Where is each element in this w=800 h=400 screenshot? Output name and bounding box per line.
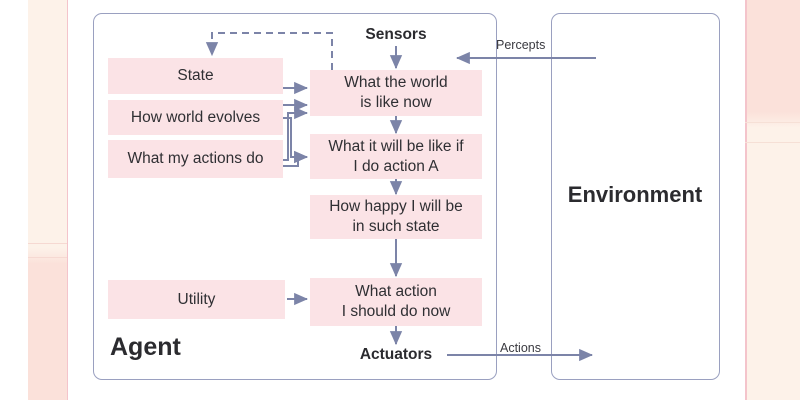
edge-hairline <box>28 243 68 244</box>
box-label: What my actions do <box>127 150 264 168</box>
reasoning-box-what-action[interactable]: What action I should do now <box>310 278 482 326</box>
knowledge-box-utility[interactable]: Utility <box>108 280 285 319</box>
box-label: How happy I will be in such state <box>329 198 463 235</box>
percepts-label: Percepts <box>496 38 546 52</box>
page-edge-decoration-right <box>745 0 800 400</box>
edge-hairline <box>745 122 800 123</box>
box-label: What it will be like if I do action A <box>328 137 464 175</box>
actuators-label: Actuators <box>359 346 433 363</box>
actions-label: Actions <box>500 341 541 355</box>
box-label: How world evolves <box>130 108 261 126</box>
box-label: State <box>177 67 214 85</box>
box-label: What the world is like now <box>344 74 448 111</box>
agent-label: Agent <box>110 333 181 361</box>
knowledge-box-how-world-evolves[interactable]: How world evolves <box>108 100 283 135</box>
sensors-label: Sensors <box>365 26 427 43</box>
edge-rule <box>66 0 68 400</box>
environment-label: Environment <box>567 182 703 207</box>
knowledge-box-state[interactable]: State <box>108 58 283 94</box>
box-label: Utility <box>177 290 216 308</box>
edge-rule <box>745 0 747 400</box>
actions-to-future-arrow <box>283 150 309 167</box>
page-edge-decoration-left <box>28 0 68 400</box>
reasoning-box-world-now[interactable]: What the world is like now <box>310 70 482 116</box>
reasoning-box-world-if-action[interactable]: What it will be like if I do action A <box>310 134 482 179</box>
edge-hairline <box>745 142 800 143</box>
feedback-arrow <box>205 32 333 70</box>
evolves-to-future-arrow <box>283 117 309 164</box>
box-label: What action I should do now <box>341 283 451 320</box>
knowledge-box-what-my-actions-do[interactable]: What my actions do <box>108 140 283 178</box>
environment-panel <box>551 13 720 380</box>
edge-hairline <box>28 257 68 258</box>
reasoning-box-how-happy[interactable]: How happy I will be in such state <box>310 195 482 239</box>
agent-panel <box>93 13 497 380</box>
actions-to-world-arrow <box>283 106 309 161</box>
